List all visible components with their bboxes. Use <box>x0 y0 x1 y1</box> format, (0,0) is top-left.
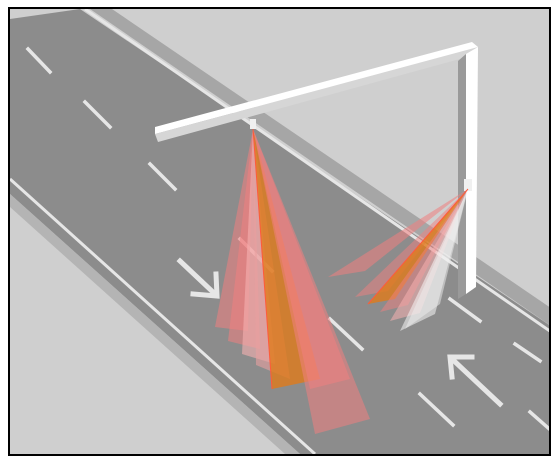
gantry-post-shade <box>458 54 466 299</box>
gantry-post <box>466 47 478 294</box>
diagram-frame <box>8 7 551 456</box>
sensor-left <box>250 119 256 129</box>
gantry-road-scene <box>10 9 549 454</box>
